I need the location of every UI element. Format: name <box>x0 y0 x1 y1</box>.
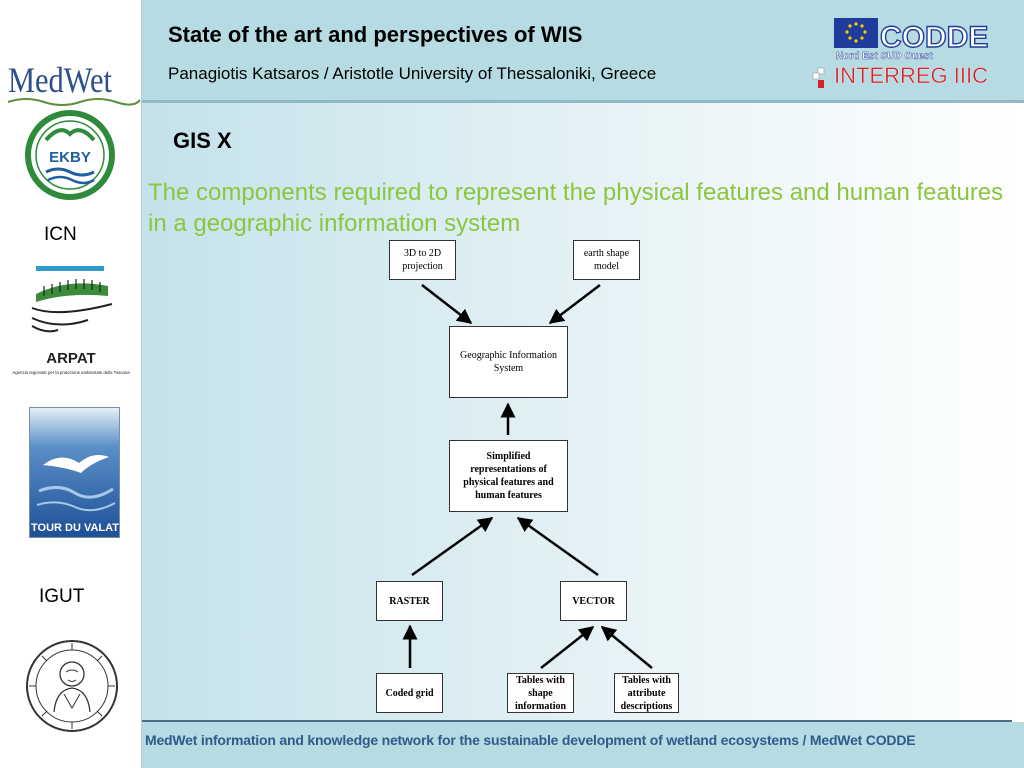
slide-subtitle: Panagiotis Katsaros / Aristotle Universi… <box>168 64 657 83</box>
description-text: The components required to represent the… <box>148 179 1004 237</box>
arrow-projection-to-gis <box>421 284 473 324</box>
arrow-attributetables-to-vector <box>600 626 653 669</box>
arrow-shapetables-to-vector <box>540 626 595 669</box>
tour-du-valat-wordmark: TOUR DU VALAT <box>31 522 119 534</box>
icn-logo <box>31 266 113 333</box>
section-title: GIS X <box>173 128 232 153</box>
node-tables-with-attribute-descriptions: Tables with attribute descriptions <box>614 673 679 713</box>
node-coded-grid: Coded grid <box>376 673 443 713</box>
interreg-logo: INTERREG IIIC <box>812 63 988 88</box>
igut-label: IGUT <box>39 586 85 607</box>
node-simplified-representations: Simplified representations of physical f… <box>449 440 568 512</box>
header-divider <box>142 100 1024 103</box>
medwet-logo: MedWet <box>7 60 141 106</box>
node-3d-to-2d-projection: 3D to 2D projection <box>389 240 456 280</box>
auth-seal-logo <box>26 640 118 732</box>
footer-band <box>142 722 1024 768</box>
slide-title: State of the art and perspectives of WIS <box>168 22 583 47</box>
node-earth-shape-model: earth shape model <box>573 240 640 280</box>
arpat-logo: ARPAT Agenzia regionale per la protezion… <box>12 350 130 375</box>
arpat-wordmark: ARPAT <box>46 350 95 367</box>
bird-icon <box>43 455 109 473</box>
footer-text: MedWet information and knowledge network… <box>145 732 916 748</box>
arrow-vector-to-simplified <box>516 516 599 577</box>
arpat-tagline: Agenzia regionale per la protezione ambi… <box>12 370 130 375</box>
node-tables-with-shape-information: Tables with shape information <box>507 673 574 713</box>
icn-label: ICN <box>44 224 77 245</box>
codde-tagline: Nord Est SUD Ouest <box>836 51 933 62</box>
tour-du-valat-logo: TOUR DU VALAT <box>29 407 120 538</box>
node-vector: VECTOR <box>560 581 627 621</box>
codde-wordmark: CODDE <box>880 21 988 54</box>
node-raster: RASTER <box>376 581 443 621</box>
ekby-logo: EKBY <box>25 110 115 200</box>
header-band <box>142 0 1024 101</box>
codde-logo: CODDE Nord Est SUD Ouest <box>834 18 989 62</box>
ekby-wordmark: EKBY <box>49 149 91 166</box>
footer-divider <box>142 720 1012 722</box>
arrow-raster-to-simplified <box>411 516 494 577</box>
medwet-wordmark: MedWet <box>8 60 112 100</box>
interreg-wordmark: INTERREG IIIC <box>834 63 988 88</box>
arrow-earthshape-to-gis <box>548 284 601 324</box>
node-geographic-information-system: Geographic Information System <box>449 326 568 398</box>
